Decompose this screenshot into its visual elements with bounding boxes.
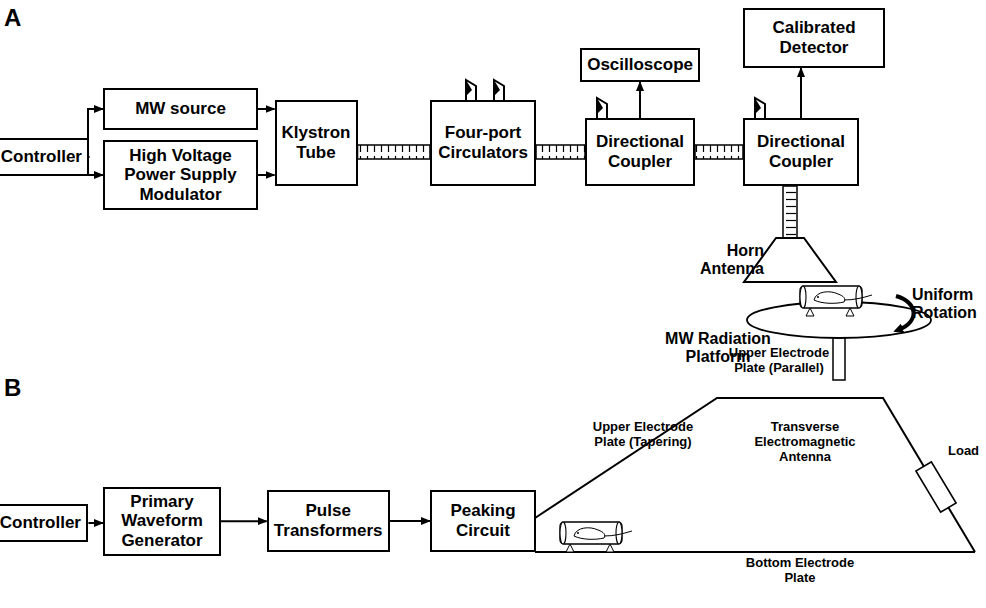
part-label: Transverse Electromagnetic Antenna: [745, 420, 865, 465]
process-box: Primary Waveform Generator: [103, 487, 221, 556]
process-box: Calibrated Detector: [743, 8, 885, 68]
box-label: Klystron Tube: [282, 123, 351, 162]
waveguide: [783, 186, 797, 238]
box-label: Oscilloscope: [587, 55, 693, 75]
box-label: Pulse Transformers: [274, 501, 383, 540]
arrow-connector: [88, 157, 103, 175]
part-label: Horn Antenna: [680, 242, 764, 279]
process-box: Pulse Transformers: [267, 490, 390, 552]
process-box: Directional Coupler: [585, 118, 695, 186]
panel-letter: B: [4, 374, 34, 402]
tem-antenna: [535, 398, 975, 552]
process-box: Directional Coupler: [743, 118, 859, 186]
arrow-connector: [88, 522, 103, 524]
box-label: Directional Coupler: [592, 132, 688, 171]
process-box: Four-port Circulators: [430, 100, 536, 186]
arrow-connector: [221, 520, 267, 522]
process-box: Controller: [0, 504, 88, 542]
arrow-connector: [258, 174, 275, 176]
box-label: Primary Waveform Generator: [110, 492, 214, 551]
box-label: Peaking Circuit: [437, 501, 529, 540]
part-label: Upper Electrode Plate (Parallel): [724, 346, 834, 376]
part-label: Uniform Rotation: [912, 286, 984, 323]
part-label: Upper Electrode Plate (Tapering): [588, 420, 698, 450]
arrow-connector: [258, 108, 275, 110]
process-box: MW source: [103, 88, 258, 130]
arrow-connector: [639, 82, 641, 118]
load-resistor: [916, 462, 956, 512]
part-label: Bottom Electrode Plate: [740, 556, 860, 586]
arrow-connector: [390, 520, 430, 522]
box-label: MW source: [135, 99, 226, 119]
box-label: Calibrated Detector: [750, 18, 878, 57]
waveguide-connector: [695, 145, 743, 159]
arrow-connector: [88, 109, 103, 157]
arrow-connector: [800, 68, 802, 118]
waveguide-connector: [358, 145, 430, 159]
waveguide-connector: [536, 145, 585, 159]
box-label: High Voltage Power Supply Modulator: [110, 146, 251, 205]
process-box: High Voltage Power Supply Modulator: [103, 140, 258, 210]
box-label: Directional Coupler: [750, 132, 852, 171]
process-box: Oscilloscope: [580, 48, 700, 82]
box-label: Four-port Circulators: [437, 123, 529, 162]
rat-tube: [560, 522, 632, 552]
box-label: Controller: [0, 513, 81, 533]
process-box: Controller: [0, 138, 89, 176]
panel-letter: A: [4, 4, 34, 32]
process-box: Peaking Circuit: [430, 490, 536, 552]
process-box: Klystron Tube: [275, 100, 358, 186]
part-label: Load: [948, 444, 984, 459]
box-label: Controller: [1, 147, 82, 167]
